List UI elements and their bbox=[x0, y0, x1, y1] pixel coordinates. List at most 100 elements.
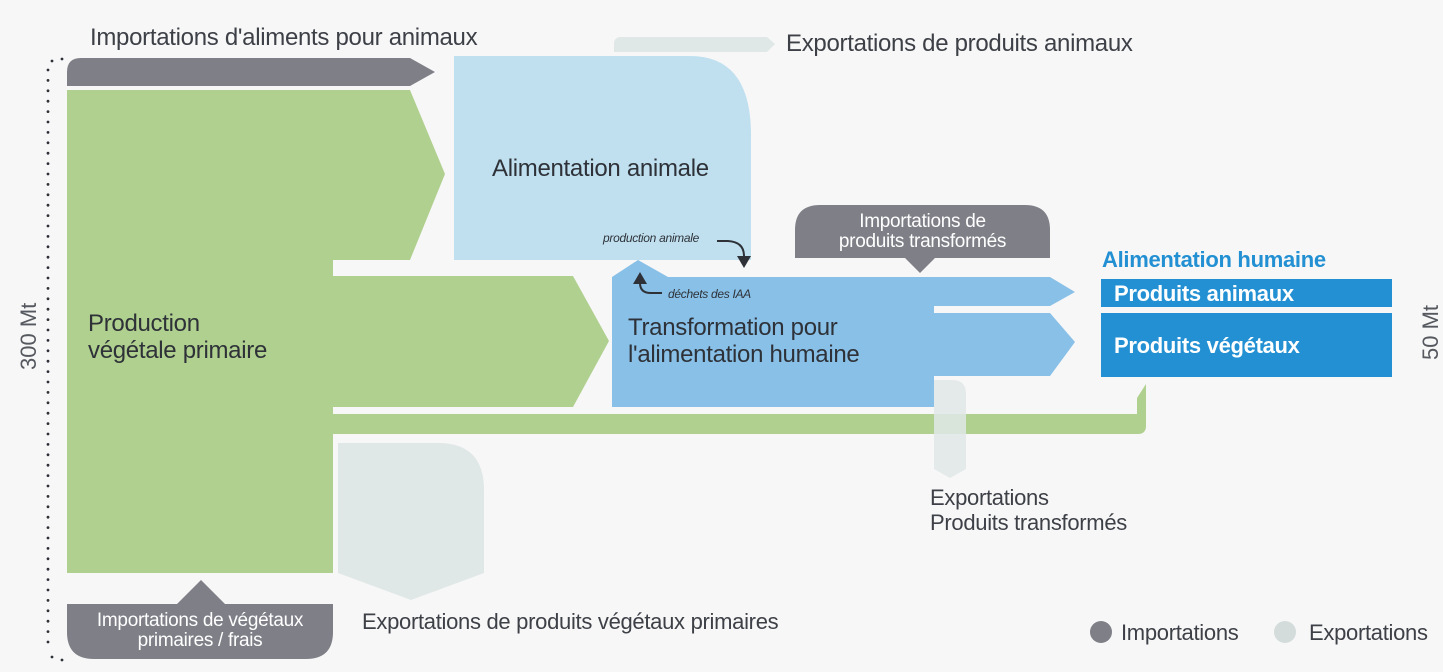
scale-bracket-left bbox=[46, 57, 64, 662]
legend-exports-label: Exportations bbox=[1309, 620, 1428, 645]
scale-bracket-dot bbox=[46, 193, 50, 197]
label-imports-plants: Importations de végétaux primaires / fra… bbox=[67, 611, 333, 651]
scale-bracket-dot bbox=[46, 131, 50, 134]
scale-bracket-dot bbox=[46, 214, 50, 218]
scale-label-left: 300 Mt bbox=[16, 302, 41, 370]
label-imports-plants-line2: primaires / frais bbox=[137, 630, 263, 651]
label-exports-plants: Exportations de produits végétaux primai… bbox=[362, 609, 779, 634]
scale-bracket-dot bbox=[46, 609, 50, 613]
scale-bracket-dot bbox=[46, 391, 50, 394]
scale-bracket-dot bbox=[46, 536, 50, 540]
scale-label-right: 50 Mt bbox=[1418, 304, 1443, 360]
scale-bracket-dot bbox=[46, 99, 50, 103]
label-production-line2: végétale primaire bbox=[88, 337, 267, 364]
node-produits-animaux bbox=[1101, 279, 1392, 307]
scale-bracket-dot bbox=[46, 474, 50, 477]
scale-bracket-dot bbox=[46, 276, 50, 280]
label-exports-processed-line2: Produits transformés bbox=[930, 510, 1127, 535]
flow-exports-processed bbox=[934, 380, 966, 478]
label-produits-vegetaux: Produits végétaux bbox=[1114, 333, 1300, 358]
label-transformation-line1: Transformation pour bbox=[628, 314, 838, 341]
scale-bracket-dot bbox=[46, 557, 50, 561]
scale-bracket-dot bbox=[46, 287, 50, 290]
node-production-vegetale bbox=[67, 90, 333, 573]
scale-bracket-dot bbox=[46, 484, 50, 488]
flow-imports-plants bbox=[67, 580, 333, 659]
label-imports-processed-line2: produits transformés bbox=[838, 231, 1007, 252]
label-imports-plants-line1: Importations de végétaux bbox=[96, 610, 304, 631]
scale-bracket-dot bbox=[46, 401, 50, 405]
scale-bracket-dot bbox=[60, 57, 64, 61]
scale-bracket-dot bbox=[46, 162, 50, 166]
scale-bracket-dot bbox=[46, 578, 50, 581]
scale-bracket-dot bbox=[46, 349, 50, 353]
scale-bracket-dot bbox=[46, 235, 50, 238]
scale-bracket-dot bbox=[46, 328, 50, 332]
scale-bracket-dot bbox=[50, 59, 54, 63]
scale-bracket-dot bbox=[46, 640, 50, 644]
label-transformation-line2: l'alimentation humaine bbox=[628, 341, 860, 368]
legend-exports-swatch bbox=[1274, 621, 1296, 643]
label-imports-processed-line1: Importations de bbox=[859, 211, 986, 232]
scale-bracket-dot bbox=[46, 422, 50, 425]
scale-bracket-dot bbox=[46, 567, 50, 571]
scale-bracket-dot bbox=[60, 658, 64, 662]
scale-bracket-dot bbox=[46, 443, 50, 446]
scale-bracket-dot bbox=[46, 318, 50, 321]
scale-bracket-dot bbox=[46, 120, 50, 124]
scale-bracket-dot bbox=[46, 245, 50, 249]
scale-bracket-dot bbox=[46, 380, 50, 384]
label-imports-processed: Importations de produits transformés bbox=[795, 212, 1050, 252]
label-production: Production végétale primaire bbox=[88, 310, 267, 364]
arrow-dechets-iaa-icon bbox=[633, 272, 662, 294]
scale-bracket-dot bbox=[46, 297, 50, 301]
scale-bracket-dot bbox=[46, 526, 50, 529]
label-alimentation-animale: Alimentation animale bbox=[492, 155, 709, 182]
scale-bracket-dot bbox=[46, 411, 50, 415]
label-alimentation-humaine: Alimentation humaine bbox=[1102, 247, 1326, 272]
scale-bracket-dot bbox=[46, 339, 50, 342]
label-exports-processed: Exportations Produits transformés bbox=[930, 485, 1127, 535]
legend-imports-label: Importations bbox=[1121, 620, 1239, 645]
scale-bracket-dot bbox=[46, 463, 50, 467]
scale-bracket-dot bbox=[50, 655, 54, 659]
flow-imports-feed bbox=[67, 58, 435, 86]
scale-bracket-dot bbox=[46, 495, 50, 498]
arrow-production-animale-icon bbox=[717, 240, 751, 268]
scale-bracket-dot bbox=[46, 151, 50, 155]
scale-bracket-dot bbox=[46, 224, 50, 228]
label-produits-animaux: Produits animaux bbox=[1114, 281, 1294, 306]
scale-bracket-dot bbox=[46, 141, 50, 145]
flow-exports-plants bbox=[338, 443, 484, 600]
scale-bracket-dot bbox=[46, 79, 50, 82]
label-imports-feed: Importations d'aliments pour animaux bbox=[90, 24, 478, 51]
node-produits-vegetaux bbox=[1101, 313, 1392, 377]
scale-bracket-dot bbox=[46, 599, 50, 602]
scale-bracket-dot bbox=[46, 370, 50, 373]
scale-bracket-dot bbox=[46, 203, 50, 207]
scale-bracket-dot bbox=[46, 630, 50, 633]
scale-bracket-dot bbox=[46, 172, 50, 176]
label-exports-animal: Exportations de produits animaux bbox=[786, 30, 1133, 57]
label-production-animale: production animale bbox=[603, 231, 699, 245]
scale-bracket-dot bbox=[46, 588, 50, 592]
scale-bracket-dot bbox=[46, 110, 50, 113]
label-exports-processed-line1: Exportations bbox=[930, 485, 1049, 510]
scale-bracket-dot bbox=[46, 453, 50, 457]
scale-bracket-dot bbox=[46, 619, 50, 623]
scale-bracket-dot bbox=[46, 505, 50, 509]
label-dechets-iaa: déchets des IAA bbox=[668, 287, 751, 301]
node-transformation bbox=[612, 260, 1075, 407]
scale-bracket-dot bbox=[46, 255, 50, 259]
scale-bracket-dot bbox=[46, 359, 50, 363]
scale-bracket-dot bbox=[46, 515, 50, 519]
label-production-line1: Production bbox=[88, 310, 200, 337]
label-transformation: Transformation pour l'alimentation humai… bbox=[628, 314, 860, 368]
scale-bracket-dot bbox=[46, 266, 50, 269]
scale-bracket-dot bbox=[46, 307, 50, 311]
flow-production-to-processing bbox=[333, 276, 609, 407]
flow-exports-animal bbox=[614, 37, 775, 52]
legend-imports-swatch bbox=[1090, 621, 1112, 643]
scale-bracket-dot bbox=[46, 432, 50, 436]
